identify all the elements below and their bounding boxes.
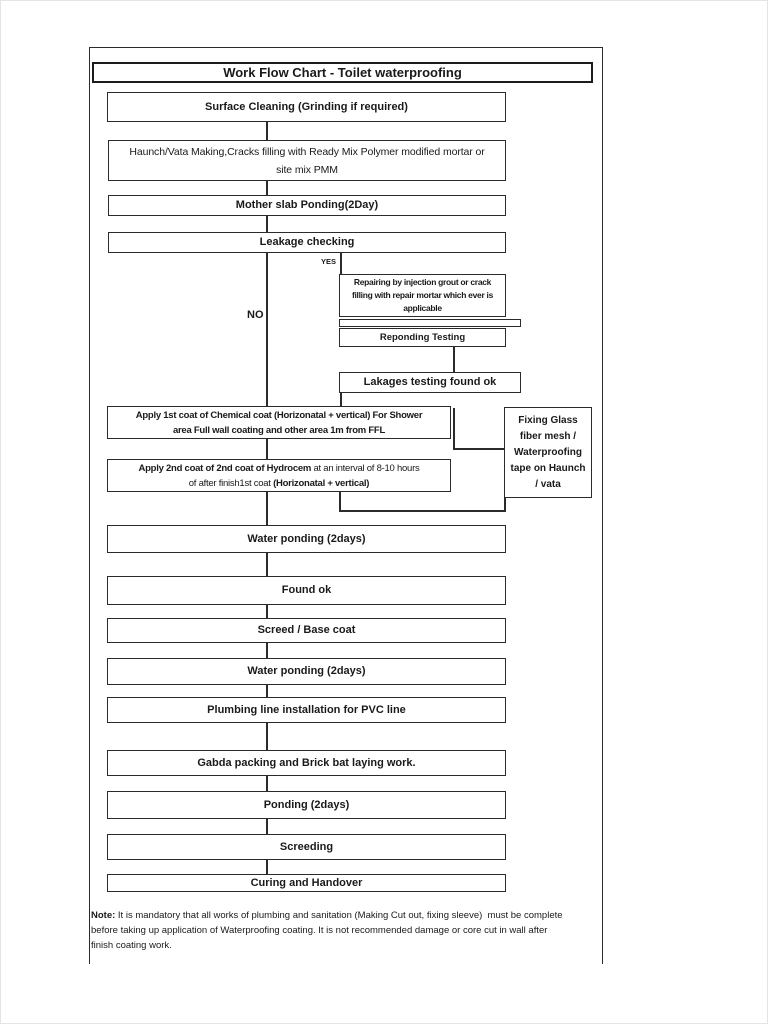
- footer-note-text: It is mandatory that all works of plumbi…: [115, 910, 563, 921]
- connector-from-fixing-box: [339, 510, 505, 512]
- node-ponding: Ponding (2days): [107, 791, 506, 819]
- connector-line: [266, 122, 268, 140]
- connector-from-fixing-box: [504, 498, 506, 512]
- connector-line: [266, 605, 268, 618]
- node-label-regular: at an interval of 8-10 hours: [311, 462, 420, 474]
- footer-note-line: before taking up application of Waterpro…: [91, 925, 548, 936]
- node-label: Screeding: [279, 840, 334, 853]
- node-reponding-testing: Reponding Testing: [339, 328, 506, 347]
- node-label: Waterproofing: [514, 446, 582, 458]
- node-label: Reponding Testing: [379, 332, 466, 343]
- node-label: Apply 1st coat of Chemical coat (Horizon…: [135, 409, 423, 421]
- node-label: filling with repair mortar which ever is: [351, 290, 494, 300]
- yes-branch-label: YES: [321, 257, 337, 266]
- node-label: Fixing Glass: [518, 414, 578, 426]
- connector-line: [453, 347, 455, 372]
- node-gabda-packing: Gabda packing and Brick bat laying work.: [107, 750, 506, 776]
- connector-line: [266, 776, 268, 791]
- node-mother-slab-ponding: Mother slab Ponding(2Day): [108, 195, 506, 216]
- node-label: Water ponding (2days): [247, 665, 366, 677]
- footer-note: Note: It is mandatory that all works of …: [91, 908, 563, 953]
- node-label: Curing and Handover: [250, 876, 363, 889]
- connector-rect: [339, 319, 521, 327]
- node-label: Screed / Base coat: [257, 624, 356, 636]
- connector-line: [266, 643, 268, 658]
- node-label: Surface Cleaning (Grinding if required): [205, 100, 408, 113]
- connector-line: [266, 819, 268, 834]
- connector-from-fixing-box: [339, 492, 341, 512]
- node-apply-2nd-coat: Apply 2nd coat of 2nd coat of Hydrocem a…: [107, 459, 451, 492]
- connector-line: [266, 860, 268, 874]
- node-label-bold: (Horizonatal + vertical): [273, 477, 370, 489]
- node-label: Leakage checking: [259, 236, 355, 248]
- connector-line: [266, 685, 268, 697]
- connector-line: [266, 723, 268, 750]
- node-water-ponding-2: Water ponding (2days): [107, 658, 506, 685]
- connector-line: [266, 216, 268, 232]
- node-label: Ponding (2days): [263, 798, 350, 811]
- connector-line: [266, 492, 268, 525]
- node-label: Mother slab Ponding(2Day): [235, 199, 379, 211]
- node-label: applicable: [403, 303, 442, 313]
- node-label: Found ok: [281, 584, 332, 596]
- node-surface-cleaning: Surface Cleaning (Grinding if required): [107, 92, 506, 122]
- node-water-ponding-1: Water ponding (2days): [107, 525, 506, 553]
- no-branch-label: NO: [247, 309, 264, 321]
- node-label: Haunch/Vata Making,Cracks filling with R…: [129, 145, 485, 158]
- node-apply-1st-coat: Apply 1st coat of Chemical coat (Horizon…: [107, 406, 451, 439]
- node-label: Plumbing line installation for PVC line: [207, 703, 406, 716]
- connector-line: [266, 553, 268, 576]
- connector-to-fixing-box: [453, 448, 504, 450]
- node-screeding: Screeding: [107, 834, 506, 860]
- node-label: of after finish1st coat (Horizonatal + v…: [188, 476, 370, 491]
- node-label: / vata: [535, 478, 561, 490]
- node-haunch-vata-making: Haunch/Vata Making,Cracks filling with R…: [108, 140, 506, 181]
- node-curing-handover: Curing and Handover: [107, 874, 506, 892]
- node-plumbing-line-installation: Plumbing line installation for PVC line: [107, 697, 506, 723]
- node-label: Gabda packing and Brick bat laying work.: [197, 756, 416, 769]
- node-label: Apply 2nd coat of 2nd coat of Hydrocem a…: [138, 461, 419, 476]
- connector-line: [340, 393, 342, 406]
- node-label-bold: Apply 2nd coat of 2nd coat of Hydrocem: [138, 462, 312, 474]
- node-label: tape on Haunch: [510, 462, 586, 474]
- node-label: fiber mesh /: [519, 430, 577, 442]
- node-screed-base-coat: Screed / Base coat: [107, 618, 506, 643]
- chart-title: Work Flow Chart - Toilet waterproofing: [223, 65, 462, 80]
- node-label: Water ponding (2days): [247, 532, 366, 545]
- node-lakages-testing-found-ok: Lakages testing found ok: [339, 372, 521, 393]
- node-leakage-checking: Leakage checking: [108, 232, 506, 253]
- connector-to-fixing-box: [453, 408, 455, 450]
- node-label: Repairing by injection grout or crack: [353, 277, 492, 287]
- node-label: site mix PMM: [276, 163, 338, 176]
- footer-note-line: finish coating work.: [91, 940, 172, 951]
- connector-line: [266, 439, 268, 459]
- node-fixing-glass-fiber-mesh: Fixing Glass fiber mesh / Waterproofing …: [504, 407, 592, 498]
- chart-title-box: Work Flow Chart - Toilet waterproofing: [92, 62, 593, 83]
- node-found-ok: Found ok: [107, 576, 506, 605]
- node-label: area Full wall coating and other area 1m…: [172, 424, 386, 436]
- connector-line: [266, 181, 268, 195]
- chart-outer-border: [89, 47, 603, 964]
- node-repairing-injection-grout: Repairing by injection grout or crack fi…: [339, 274, 506, 317]
- node-label-regular: of after finish1st coat: [188, 477, 274, 489]
- footer-note-label: Note:: [91, 910, 116, 921]
- footer-note-line: Note: It is mandatory that all works of …: [91, 908, 563, 923]
- connector-yes-path: [340, 253, 342, 274]
- connector-no-path: [266, 253, 268, 406]
- node-label: Lakages testing found ok: [363, 376, 497, 388]
